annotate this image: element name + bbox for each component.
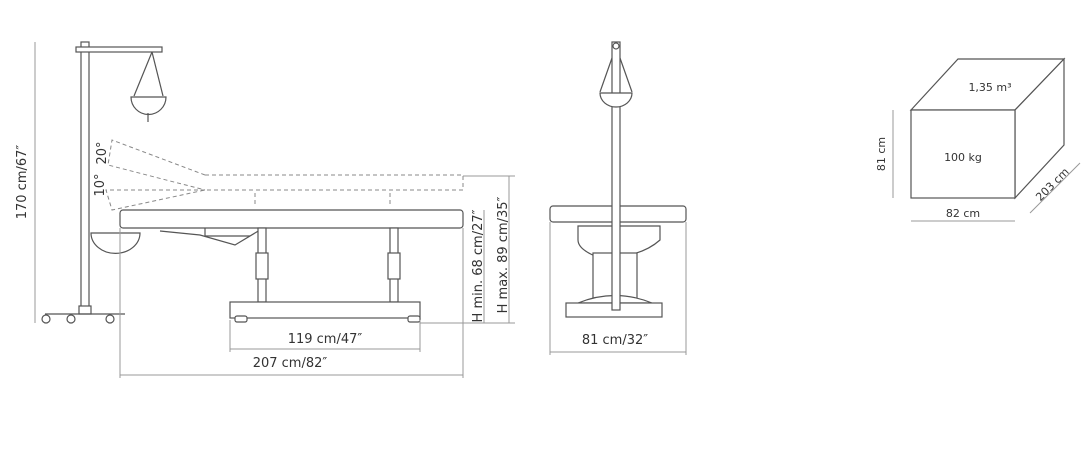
total-length-label: 207 cm/82″: [253, 356, 328, 371]
h-max-label: H max. 89 cm/35″: [496, 196, 511, 313]
weight-label: 100 kg: [944, 151, 982, 164]
h-min-label: H min. 68 cm/27″: [471, 209, 486, 322]
shower-stand: [41, 41, 167, 324]
end-view: 81 cm/32″: [549, 41, 687, 355]
box-depth-arrow: [1029, 162, 1081, 214]
total-height-label: 170 cm/67″: [15, 145, 30, 220]
box-height-label: 81 cm: [875, 137, 888, 171]
package-box: 1,35 m³ 100 kg 81 cm 82 cm 203 cm: [875, 57, 1081, 222]
side-view: 170 cm/67″ 10° 20° 119 cm/47″ 207 cm/82″…: [15, 41, 515, 378]
angle-10-label: 10°: [93, 173, 108, 196]
angle-20-label: 20°: [95, 141, 110, 164]
volume-label: 1,35 m³: [968, 81, 1011, 94]
end-width-label: 81 cm/32″: [582, 333, 648, 348]
box-width-label: 82 cm: [946, 207, 980, 220]
massage-table: [119, 209, 464, 323]
raised-table-outline: [105, 139, 464, 211]
base-length-label: 119 cm/47″: [288, 332, 363, 347]
